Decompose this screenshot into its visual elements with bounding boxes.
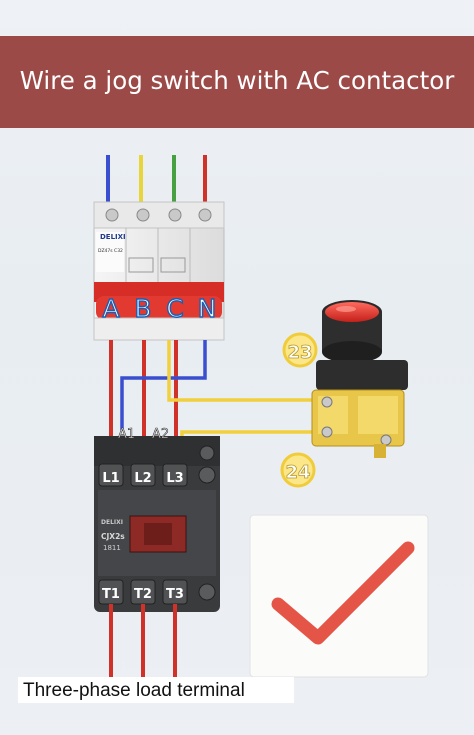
terminal-t2: T2 xyxy=(134,587,152,602)
switch-terminal-callouts: 23 24 xyxy=(280,332,318,488)
terminal-labels: A1 A2 L1 L2 L3 T1 T2 T3 xyxy=(102,427,184,602)
title-banner xyxy=(0,36,474,128)
phase-label-c: C xyxy=(166,294,183,323)
coil-terminal-a2: A2 xyxy=(152,427,169,442)
supply-wires xyxy=(106,155,207,210)
wire-n-to-a1 xyxy=(120,340,207,430)
phase-label-b: B xyxy=(134,294,151,323)
switch-terminal-23: 23 xyxy=(287,342,312,363)
circuit-breaker: DELIXI DZ47s C32 xyxy=(93,201,225,341)
breaker-brand: DELIXI xyxy=(100,233,126,241)
terminal-t1: T1 xyxy=(102,587,120,602)
contactor-brand: DELIXI xyxy=(101,519,123,526)
terminal-24-badge xyxy=(280,452,316,488)
breaker-model: DZ47s C32 xyxy=(98,248,123,254)
phase-label-a: A xyxy=(102,294,119,323)
jog-switch xyxy=(311,300,408,458)
terminal-t3: T3 xyxy=(166,587,184,602)
terminal-l2: L2 xyxy=(134,471,151,486)
ac-contactor: DELIXI CJX2s 1811 xyxy=(94,436,220,612)
caption-box xyxy=(18,677,294,703)
contactor-model: CJX2s xyxy=(101,532,125,541)
load-wires xyxy=(109,604,177,680)
check-icon xyxy=(271,541,415,645)
terminal-23-badge xyxy=(282,332,318,368)
phase-label-n: N xyxy=(198,294,217,323)
coil-terminal-a1: A1 xyxy=(118,427,135,442)
caption: Three-phase load terminal xyxy=(23,680,245,701)
checkmark-card xyxy=(249,514,429,678)
phase-labels: A B C N xyxy=(102,293,217,323)
switch-terminal-24: 24 xyxy=(285,462,310,483)
terminal-l1: L1 xyxy=(102,471,119,486)
wire-c-to-switch xyxy=(167,340,316,402)
page-title: Wire a jog switch with AC contactor xyxy=(19,66,455,95)
contactor-rating: 1811 xyxy=(103,544,121,552)
terminal-l3: L3 xyxy=(166,471,183,486)
